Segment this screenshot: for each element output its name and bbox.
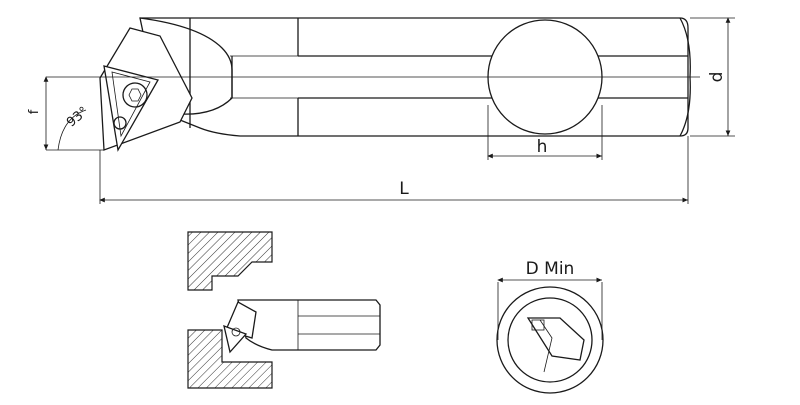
small-insert [223, 324, 248, 354]
main-tool-view: f 93° d h L [27, 17, 735, 204]
workpiece-section-view [187, 231, 381, 389]
dim-L-label: L [399, 179, 409, 199]
neck-curve-top [139, 17, 233, 71]
dim-f-label: f [27, 109, 42, 114]
workpiece-upper [187, 231, 273, 291]
small-screw [231, 327, 241, 337]
bore-inner [507, 297, 593, 383]
dim-h-label: h [537, 137, 548, 157]
dmin-end-view: D Min [496, 259, 604, 394]
small-tool-shank [237, 299, 381, 351]
end-tool-body [526, 317, 585, 361]
clamp-pin [113, 116, 127, 130]
angle-arc [57, 109, 87, 151]
dim-angle-label: 93° [64, 104, 91, 130]
dim-d-label: d [707, 72, 727, 83]
end-insert [531, 319, 545, 331]
workpiece-lower [187, 329, 273, 389]
screw-hex [128, 88, 142, 102]
dim-dmin-label: D Min [526, 259, 575, 279]
insert-screw [122, 82, 148, 108]
